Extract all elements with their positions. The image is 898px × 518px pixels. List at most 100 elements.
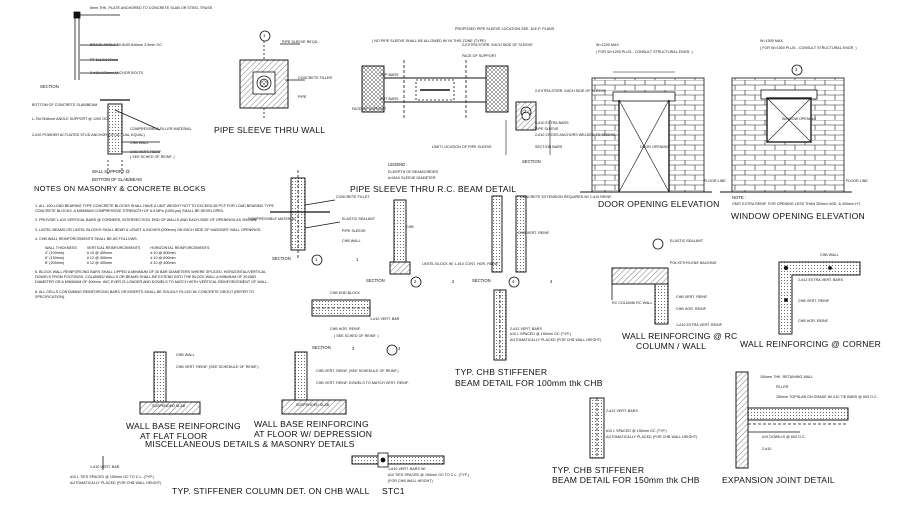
concrete-filler-label: CONCRETE FILLER: [298, 76, 333, 80]
window-opening-elevation: [720, 64, 852, 193]
pipe-sleeve-req-label: PIPE SLEEVE REQD.: [282, 40, 319, 44]
stiffener-column-detail: [102, 452, 445, 470]
suspended-slab-label: SUSPENDED SLAB: [152, 404, 186, 408]
concrete-fillet-label: CONCRETE FILLET: [336, 195, 370, 199]
angle-label: BRACE ANGLE 50.8x50.8x6mm 3.5mm OC: [90, 43, 163, 47]
rc-col-label: RC COLUMN/ RC WALL: [612, 301, 653, 305]
chb-150-stiffener: [589, 397, 605, 459]
table-cell: # 10 @ 600mm: [150, 251, 176, 256]
table-cell: # 10 @ 400mm: [86, 251, 113, 256]
legend-2: d=MAX SLEEVE DIAMETER: [388, 176, 436, 180]
expansion-joint-title: EXPANSION JOINT DETAIL: [722, 475, 835, 485]
wall-reinforcement-table: WALL THICKNESS VERTICAL REINFORCEMENTS H…: [45, 246, 219, 266]
face-support-label: FACE OF SUPPORT: [462, 54, 497, 58]
table-cell: # 10 @ 400mm: [150, 261, 176, 266]
wall-base-flat2-title: AT FLAT FLOOR: [140, 431, 208, 441]
concrete-ext-label: CONCRETE EXTENSION REQUIRED W/ 1-#10 REI…: [520, 195, 613, 199]
pipe-sleeve-wall-title: PIPE SLEEVE THRU WALL: [214, 125, 326, 135]
table-header: WALL THICKNESS: [45, 246, 77, 251]
wall-reinf-rc-title: WALL REINFORCING @ RC: [622, 331, 738, 341]
elastic-sealant2-label: ELASTIC SEALANT: [670, 239, 704, 243]
stiffener-column-title: TYP. STIFFENER COLUMN DET. ON CHB WALL: [172, 486, 370, 496]
pipe-sleeve-beam-detail: [361, 60, 551, 155]
see-sched-label: ( SEE SCHED OF REINF. ): [130, 155, 175, 159]
typ-chb-100b-title: BEAM DETAIL FOR 100mm thk CHB: [455, 378, 603, 388]
note-3: 3. LINTEL BEAMS OR LINTEL BLOCKS SHALL B…: [35, 227, 262, 232]
auto-col-label: AUTOMATICALLY PLACED (FOR CHB WALL HEIGH…: [70, 481, 162, 485]
stc1-title: STC1: [382, 486, 405, 496]
rc-column-wall-reinforcing: [611, 238, 669, 325]
balloon-mark-p3: 3: [795, 67, 798, 72]
wall-base-dep-title: WALL BASE REINFORCING: [254, 419, 369, 429]
wall-base-details: [139, 351, 347, 415]
wall-base-dep2-title: AT FLOOR W/ DEPRESSION: [254, 429, 373, 439]
pipe-label: PIPE: [298, 95, 307, 99]
chb-wall-base-label: CHB WALL: [176, 353, 195, 357]
extra-stirrup-label: 2-EXTRA STIRR. EACH SIDE OF SLEEVE: [462, 43, 533, 47]
pipe-sleeve-wall-detail: [239, 30, 305, 120]
note-6: 6. ALL CELLS CONTAINING REINFORCING BARS…: [35, 289, 254, 299]
chb-hor-dowels-label: CHB VERT. REINF. DOWELS TO MATCH VERT. R…: [316, 381, 409, 385]
table-header: VERTICAL REINFORCEMENTS: [86, 246, 141, 251]
table-row: 4" (100mm) # 10 @ 400mm # 10 @ 600mm: [45, 251, 219, 256]
chb-vert-r-label: CHB VERT. REINF.: [676, 295, 708, 299]
chb-wall-corner-label: CHB WALL: [820, 253, 839, 257]
anchor-label: 2-#10x100mm ANCHOR BOLTS: [90, 71, 144, 75]
section-bars-label: SECTION BARS: [535, 145, 563, 149]
typ-chb-150b-title: BEAM DETAIL FOR 150mm thk CHB: [552, 475, 700, 485]
section-right-title: SECTION: [522, 159, 541, 164]
table-cell: # 12 @ 400mm: [86, 261, 113, 266]
legend-1: D=DEPTH OF BEAM/GIRDER: [388, 170, 439, 174]
two-10-label: 2-#10: [762, 447, 772, 451]
note-4: 4. CHB WALL REINFORCEMENTS SHALL BE AS F…: [35, 236, 138, 241]
table-cell: # 10 @ 600mm: [150, 256, 176, 261]
chb-vert-corner-label: CHB VERT. REINF.: [798, 299, 830, 303]
filler-exp-label: FILLER: [776, 385, 789, 389]
chb-hor-r-label: CHB HOR. REINF.: [676, 307, 707, 311]
compressible-label: COMPRESSIBLE MATERIAL: [248, 217, 297, 221]
table-row: 8" (200mm) # 12 @ 400mm # 10 @ 400mm: [45, 261, 219, 266]
plate-label: 6mm THK. PLATE ANCHORED TO CONCRETE SLAB…: [90, 6, 213, 10]
wall-base-flat-title: WALL BASE REINFORCING: [126, 421, 241, 431]
polyethylene-label: POLYETHYLENE BACKING: [670, 261, 717, 265]
section-mark-4: 4: [512, 279, 515, 284]
section-mark-d2: 2: [452, 279, 455, 284]
table-cell: # 12 @ 400mm: [86, 256, 113, 261]
no-pipe-label: ( NO PIPE SLEEVE SHALL BE ALLOWED W/ IN …: [372, 39, 486, 43]
auto-placed-label: AUTOMATICALLY PLACED (FOR CHB WALL HEIGH…: [510, 338, 602, 342]
legend-label: LEGEND :: [388, 162, 408, 167]
wall-reinf-corner-title: WALL REINFORCING @ CORNER: [740, 339, 882, 349]
chb-vert-base2-label: CHB VERT. REINF. (SEE SCHEDULE OF REINF.…: [316, 369, 399, 373]
vert-bar-label: 1-#10 VERT. BAR: [370, 317, 400, 321]
ties-150b-label: #10 L SPACED @ 150mm OC (TYP.): [606, 429, 667, 433]
extra-stirr2-label: 2-EXTRA STIRR. EACH SIDE OF SLEEVE: [535, 89, 606, 93]
vert-bars-stc-label: 1-#10 VERT. BARS W/: [388, 467, 426, 471]
section-mark-1: 1: [315, 257, 318, 262]
section-top-title: SECTION: [40, 84, 59, 89]
chb-wall-label: CHB WALL: [130, 141, 149, 145]
section-3-title: SECTION: [312, 345, 331, 350]
table-cell: 8" (200mm): [45, 261, 65, 266]
ret-wall-label: 150mm THK. RETAINING WALL: [760, 375, 814, 379]
wall-support-title: WALL SUPPORT @: [92, 169, 130, 174]
typ-chb-150-title: TYP. CHB STIFFENER: [552, 465, 645, 475]
section-2-title: SECTION: [366, 278, 385, 283]
table-cell: 6" (150mm): [45, 256, 65, 261]
note-label: NOTE :: [732, 195, 746, 200]
door-open-label: DOOR OPENING: [640, 145, 669, 149]
ties-150-label: #10 L SPACED @ 150mm OC (TYP.): [510, 332, 571, 336]
top-bars-label: TOP BARS: [380, 73, 399, 77]
ties-col-label: #10 L TIES SPACED @ 150mm OC TO C.L. (TY…: [70, 475, 154, 479]
wall-support-title2: BOTTOM OF SLAB/BEAM: [92, 177, 142, 182]
window-open-label: WINDOW OPENING: [782, 117, 817, 121]
note-1: 1. ALL 100-LOAD BEARING TYPE CONCRETE BL…: [35, 204, 274, 214]
elastic-sealant-label: ELASTIC SEALANT: [342, 217, 376, 221]
section-4-detail: [491, 195, 527, 288]
floor-line-label: FLOOR LINE: [704, 179, 726, 183]
pipe-sleeve-beam-title: PIPE SLEEVE THRU R.C. BEAM DETAIL: [350, 184, 517, 194]
bottom-slab-label: BOTTOM OF CONCRETE SLAB/BEAM: [32, 103, 98, 107]
section-2-detail: [389, 199, 422, 288]
chb-vert-base-label: CHB VERT. REINF. (SEE SCHEDULE OF REINF.…: [176, 365, 259, 369]
door-opening-title: DOOR OPENING ELEVATION: [598, 199, 720, 209]
